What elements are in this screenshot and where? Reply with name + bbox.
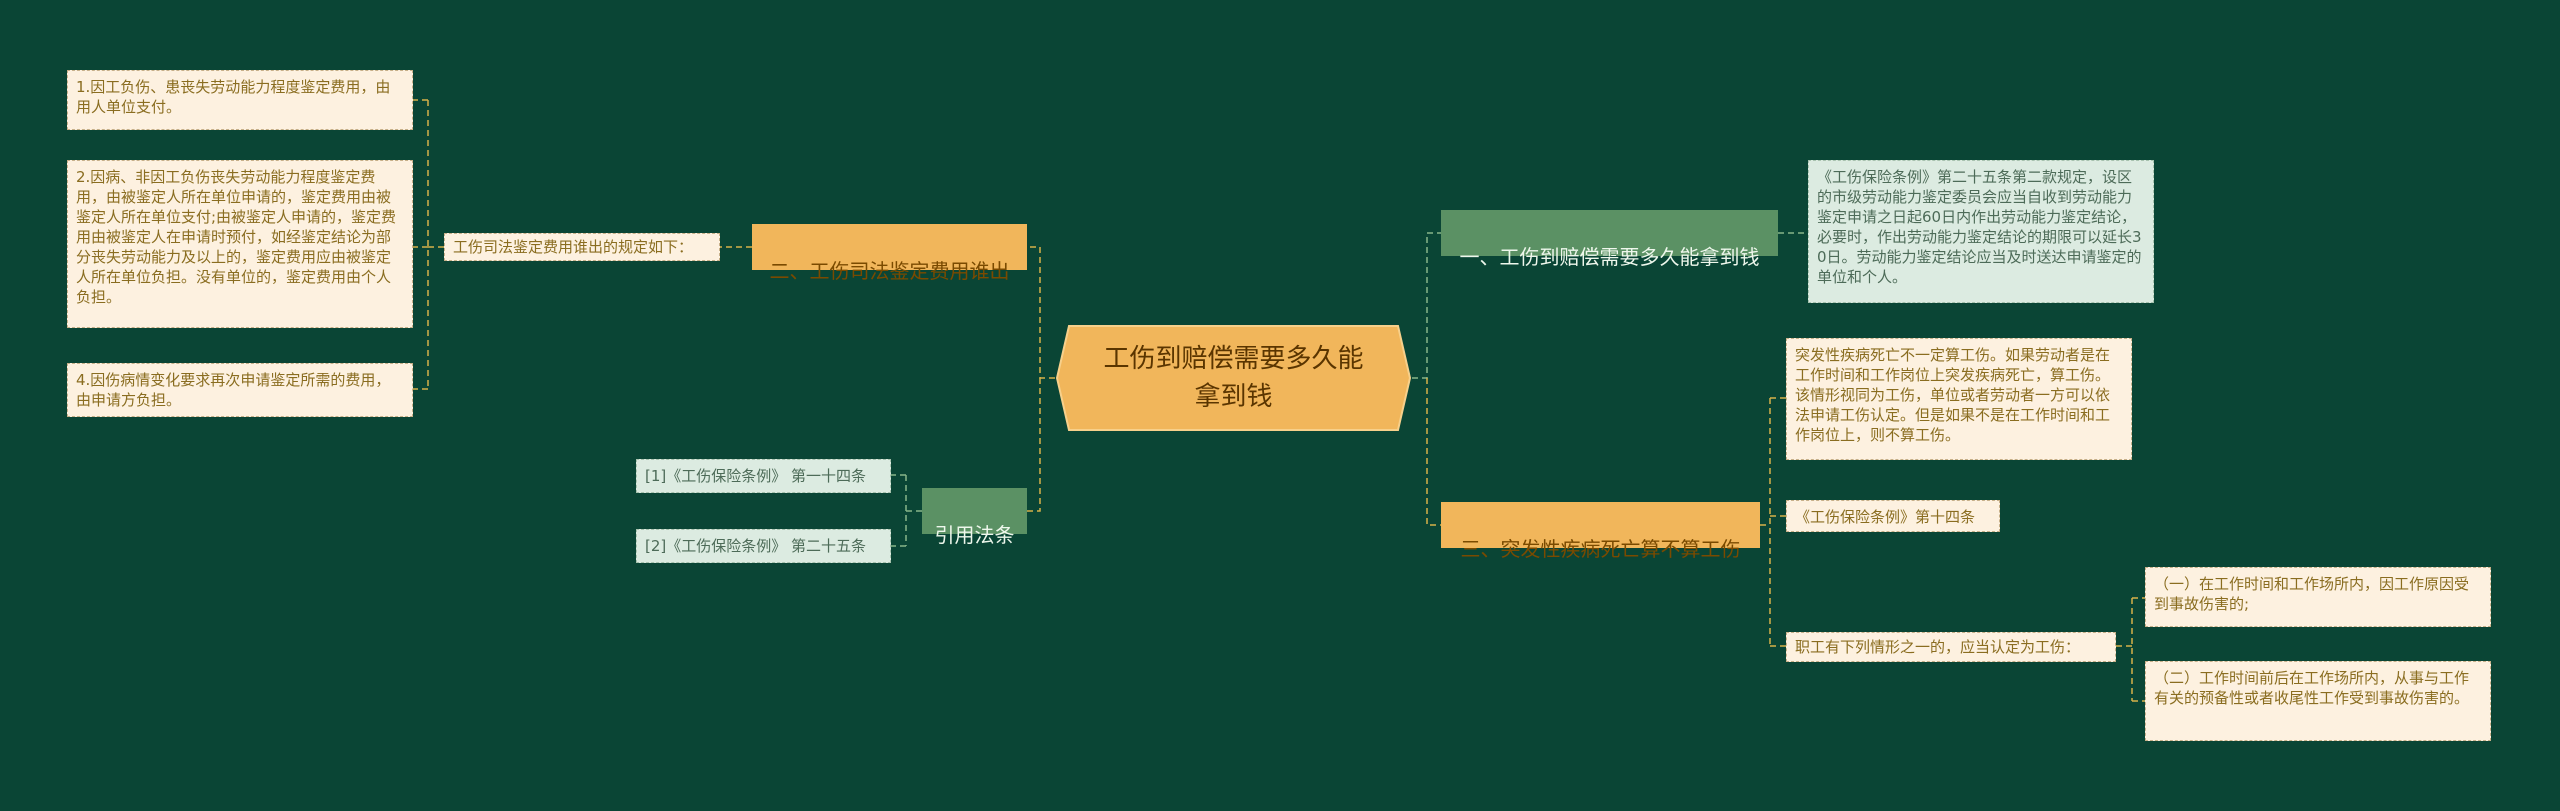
work-injury-criterion-2[interactable]: （二）工作时间前后在工作场所内，从事与工作有关的预备性或者收尾性工作受到事故伤害… (2145, 661, 2491, 741)
branch-appraisal-fee-label: 二、工伤司法鉴定费用谁出 (769, 259, 1010, 283)
cited-law-1[interactable]: [1]《工伤保险条例》 第一十四条 (636, 459, 891, 493)
connector-central-b2 (1027, 378, 1041, 512)
central-shape (1055, 325, 1412, 431)
branch-sudden-illness-death-label: 三、突发性疾病死亡算不算工伤 (1460, 537, 1741, 561)
appraisal-fee-rule-intro[interactable]: 工伤司法鉴定费用谁出的规定如下： (444, 233, 720, 261)
branch-cited-laws[interactable]: 引用法条 (922, 488, 1027, 547)
work-injury-criterion-1[interactable]: （一）在工作时间和工作场所内，因工作原因受到事故伤害的; (2145, 567, 2491, 627)
branch-appraisal-fee[interactable]: 二、工伤司法鉴定费用谁出 (752, 224, 1027, 283)
central-title: 工伤到赔偿需要多久能拿到钱 (1103, 344, 1364, 412)
sudden-illness-cited-law[interactable]: 《工伤保险条例》第十四条 (1786, 500, 2000, 532)
branch-cited-laws-label: 引用法条 (934, 523, 1015, 547)
appraisal-fee-item-2[interactable]: 2.因病、非因工负伤丧失劳动能力程度鉴定费用，由被鉴定人所在单位申请的，鉴定费用… (67, 160, 413, 328)
connector-b2-leaves (891, 474, 922, 547)
central-topic[interactable]: 工伤到赔偿需要多久能拿到钱 (1055, 324, 1412, 432)
branch-sudden-illness-death[interactable]: 三、突发性疾病死亡算不算工伤 (1441, 502, 1760, 561)
connector-mid-leaves (413, 99, 444, 390)
sudden-illness-explanation[interactable]: 突发性疾病死亡不一定算工伤。如果劳动者是在工作时间和工作岗位上突发疾病死亡，算工… (1786, 338, 2132, 460)
connector-b4-leaves (1760, 397, 1786, 647)
appraisal-fee-item-1[interactable]: 1.因工负伤、患丧失劳动能力程度鉴定费用，由用人单位支付。 (67, 70, 413, 130)
work-injury-criteria-intro[interactable]: 职工有下列情形之一的，应当认定为工伤： (1786, 632, 2116, 662)
connector-b4mid-subs (2116, 597, 2145, 702)
compensation-timeline-detail[interactable]: 《工伤保险条例》第二十五条第二款规定，设区的市级劳动能力鉴定委员会应当自收到劳动… (1808, 160, 2154, 303)
appraisal-fee-item-4[interactable]: 4.因伤病情变化要求再次申请鉴定所需的费用，由申请方负担。 (67, 363, 413, 417)
cited-law-2[interactable]: [2]《工伤保险条例》 第二十五条 (636, 529, 891, 563)
connector-central-b4 (1426, 378, 1441, 526)
connector-central-b1 (1027, 246, 1055, 379)
connector-central-b3 (1412, 232, 1441, 379)
branch-compensation-timeline[interactable]: 一、工伤到赔偿需要多久能拿到钱 (1441, 210, 1778, 269)
branch-compensation-timeline-label: 一、工伤到赔偿需要多久能拿到钱 (1459, 245, 1760, 269)
